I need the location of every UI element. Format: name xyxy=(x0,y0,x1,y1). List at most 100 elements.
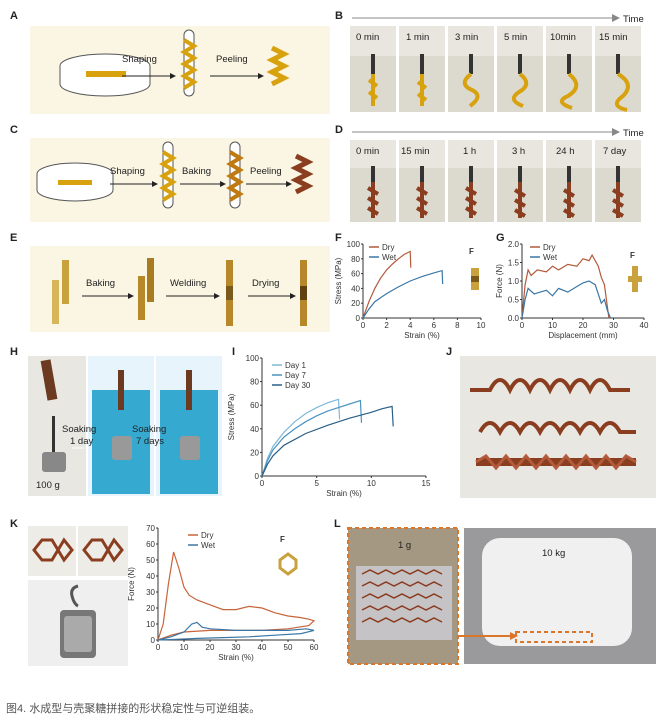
frame-b-1: 1 min xyxy=(399,26,445,112)
x-tick-label: 0 xyxy=(361,321,366,330)
x-tick-label: 10 xyxy=(367,479,376,488)
legend-label: Dry xyxy=(543,243,555,252)
panel-label-f: F xyxy=(335,232,342,244)
panel-e-background xyxy=(30,246,330,332)
label-10kg: 10 kg xyxy=(542,548,565,559)
panel-label-e: E xyxy=(10,232,18,244)
step-baking-e: Baking xyxy=(86,278,115,289)
time-label-d: Time xyxy=(623,128,644,139)
y-tick-label: 60 xyxy=(250,401,259,410)
panel-k-photos xyxy=(28,526,128,666)
y-tick-label: 0 xyxy=(151,636,156,645)
honeycomb-mesh xyxy=(361,569,443,623)
weld-joint-icon xyxy=(471,276,479,282)
frame-d-1: 15 min xyxy=(399,140,445,222)
rod-with-baked-helix-icon xyxy=(226,141,244,209)
panel-c-schematic: Shaping Baking Peeling xyxy=(36,141,314,209)
panel-l-photos: 1 g 10 kg xyxy=(347,527,656,665)
panel-e-schematic: Baking Weldiing Drying xyxy=(52,258,307,326)
dried-strip-icon xyxy=(300,260,307,326)
panel-label-c: C xyxy=(10,124,18,136)
x-tick-label: 15 xyxy=(422,479,431,488)
lap-joint-icon xyxy=(628,276,642,282)
rod-with-helix-icon xyxy=(180,29,198,97)
step-shaping-a: Shaping xyxy=(122,54,157,65)
force-annotation: F xyxy=(469,247,474,256)
y-tick-label: 1.5 xyxy=(508,259,520,268)
frame-b-1-label: 1 min xyxy=(406,32,429,43)
y-tick-label: 0.0 xyxy=(508,314,520,323)
time-label-b: Time xyxy=(623,14,644,25)
legend-label: Dry xyxy=(201,531,213,540)
panel-a-schematic: Shaping Peeling xyxy=(59,29,290,97)
frame-b-3-label: 5 min xyxy=(504,32,527,43)
welded-strip-icon xyxy=(226,260,233,326)
legend-label: Wet xyxy=(543,253,558,262)
frame-d-4: 24 h xyxy=(546,140,592,222)
frame-d-1-label: 15 min xyxy=(401,146,430,157)
petri-dish-icon xyxy=(59,53,151,97)
x-tick-label: 0 xyxy=(520,321,525,330)
x-tick-label: 0 xyxy=(156,643,161,652)
frame-d-3-label: 3 h xyxy=(512,146,525,157)
series-line-day-30 xyxy=(261,405,394,477)
series-line-dry xyxy=(362,250,412,319)
legend-label: Day 30 xyxy=(285,381,311,390)
helix-strip-2 xyxy=(478,421,636,437)
label-100g: 100 g xyxy=(36,480,60,491)
frame-b-4: 10min xyxy=(546,26,592,112)
panel-label-k: K xyxy=(10,518,18,530)
panel-b-timeline: Time xyxy=(352,14,644,25)
legend-label: Wet xyxy=(201,541,216,550)
hexagon-frame-1 xyxy=(32,537,74,563)
label-soaking-7days-a: Soaking xyxy=(132,424,166,435)
series-line-day-1 xyxy=(261,398,341,477)
panel-label-d: D xyxy=(335,124,343,136)
series-line-wet xyxy=(157,621,315,641)
series-line-day-7 xyxy=(261,399,363,477)
label-1g: 1 g xyxy=(398,540,411,551)
helix-strip-1 xyxy=(470,378,630,395)
legend-label: Dry xyxy=(382,243,394,252)
y-axis-label: Stress (MPa) xyxy=(335,257,343,304)
x-tick-label: 10 xyxy=(477,321,486,330)
figure-caption: 图4. 水成型与壳聚糖拼接的形状稳定性与可逆组装。 xyxy=(6,703,261,715)
y-tick-label: 30 xyxy=(146,588,155,597)
y-tick-label: 40 xyxy=(351,284,360,293)
y-tick-label: 0 xyxy=(356,314,361,323)
step-baking-c: Baking xyxy=(182,166,211,177)
frame-d-3: 3 h xyxy=(497,140,543,222)
x-tick-label: 20 xyxy=(579,321,588,330)
petri-dish-icon xyxy=(36,162,114,202)
panel-label-j: J xyxy=(446,346,453,358)
x-axis-label: Strain (%) xyxy=(404,331,440,340)
frame-b-4-label: 10min xyxy=(550,32,576,43)
panel-label-a: A xyxy=(10,10,18,22)
hexagon-frame-2 xyxy=(82,537,124,563)
step-shaping-c: Shaping xyxy=(110,166,145,177)
legend-label: Wet xyxy=(382,253,397,262)
frame-d-4-label: 24 h xyxy=(556,146,575,157)
panel-label-l: L xyxy=(334,518,341,530)
frame-d-2-label: 1 h xyxy=(463,146,476,157)
force-annotation: F xyxy=(280,535,285,544)
two-strips-icon xyxy=(52,260,69,324)
legend-label: Day 7 xyxy=(285,371,306,380)
frame-b-0: 0 min xyxy=(350,26,396,112)
series-line-wet xyxy=(521,280,612,319)
panel-label-h: H xyxy=(10,346,18,358)
y-tick-label: 40 xyxy=(146,572,155,581)
y-tick-label: 50 xyxy=(146,556,155,565)
series-line-dry xyxy=(157,551,316,641)
panel-label-b: B xyxy=(335,10,343,22)
y-tick-label: 2.0 xyxy=(508,240,520,249)
y-axis-label: Force (N) xyxy=(128,567,136,601)
panel-d-timeline: Time xyxy=(352,128,644,139)
x-axis-label: Strain (%) xyxy=(326,489,362,498)
panel-label-g: G xyxy=(496,232,505,244)
legend-label: Day 1 xyxy=(285,361,306,370)
frame-b-2-label: 3 min xyxy=(455,32,478,43)
